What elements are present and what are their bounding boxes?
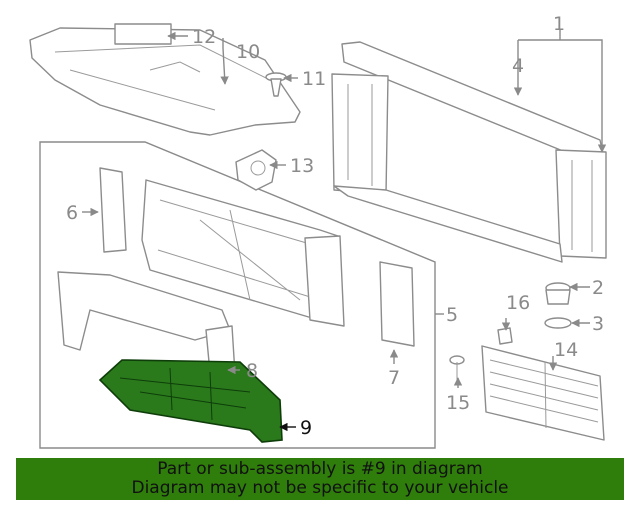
part-7-side-panel bbox=[379, 261, 415, 347]
parts-diagram: 1 2 3 4 5 6 7 8 9 10 11 12 13 14 15 16 bbox=[29, 13, 607, 449]
callout-6: 6 bbox=[66, 202, 78, 224]
part-info-banner: Part or sub-assembly is #9 in diagram Di… bbox=[16, 458, 624, 500]
callout-13: 13 bbox=[290, 155, 314, 177]
lower-tie-bar bbox=[57, 271, 231, 351]
callout-10: 10 bbox=[236, 41, 260, 63]
callout-11: 11 bbox=[302, 68, 326, 90]
callout-14: 14 bbox=[554, 339, 578, 361]
callout-15: 15 bbox=[446, 392, 470, 414]
callout-2: 2 bbox=[592, 277, 604, 299]
part-12-label bbox=[114, 23, 172, 45]
part-6-side-bracket bbox=[99, 167, 127, 253]
part-14-shutter bbox=[481, 345, 605, 441]
part-2-grommet bbox=[545, 282, 571, 305]
callout-12: 12 bbox=[192, 26, 216, 48]
callout-9: 9 bbox=[300, 417, 312, 439]
part-3-washer bbox=[544, 317, 572, 329]
callout-7: 7 bbox=[388, 367, 400, 389]
part-16-nut bbox=[497, 327, 513, 345]
callout-16: 16 bbox=[506, 292, 530, 314]
assembly-inset-frame bbox=[39, 141, 436, 449]
callout-8: 8 bbox=[246, 360, 258, 382]
banner-disclaimer: Diagram may not be specific to your vehi… bbox=[131, 478, 509, 498]
part-13-clip bbox=[235, 149, 277, 191]
frame-assembly bbox=[141, 179, 345, 327]
part-15-bolt bbox=[449, 355, 465, 382]
banner-part-message: Part or sub-assembly is #9 in diagram bbox=[157, 459, 483, 479]
callout-3: 3 bbox=[592, 313, 604, 335]
callout-4: 4 bbox=[512, 55, 524, 77]
part-10-upper-shield bbox=[29, 27, 301, 136]
callout-5: 5 bbox=[446, 304, 458, 326]
part-1-radiator-support bbox=[331, 41, 607, 263]
callout-1: 1 bbox=[553, 13, 565, 35]
part-9-air-deflector bbox=[98, 359, 283, 443]
